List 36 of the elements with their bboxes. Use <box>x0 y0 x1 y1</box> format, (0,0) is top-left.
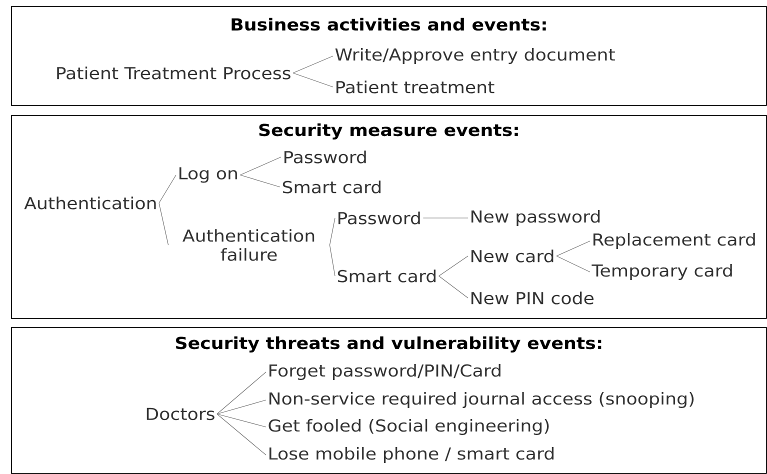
connector-line <box>216 414 266 456</box>
connector-line <box>240 156 282 176</box>
connector-line <box>216 400 266 414</box>
connector-line <box>292 72 334 88</box>
connector-line <box>158 174 176 204</box>
event-label: Smart card <box>338 270 436 282</box>
event-label: Forget password/PIN/Card <box>270 364 500 380</box>
event-label: Write/Approve entry document <box>335 48 615 64</box>
connector-line <box>216 372 266 414</box>
event-label: Password <box>338 212 420 224</box>
event-label: Password <box>284 150 366 164</box>
connector-line <box>216 414 266 428</box>
event-label: Lose mobile phone / smart card <box>270 447 554 463</box>
connector-line <box>556 256 590 272</box>
connector-line <box>292 56 334 74</box>
connector-line <box>438 256 468 276</box>
event-label: Replacement card <box>594 233 755 249</box>
event-label: Patient treatment <box>336 80 494 94</box>
event-label: New card <box>472 250 554 262</box>
event-label: Smart card <box>282 180 380 194</box>
connector-line <box>438 276 468 298</box>
event-label: Temporary card <box>592 264 732 280</box>
event-label: New PIN code <box>472 292 594 304</box>
connector-line <box>329 218 336 246</box>
connector-line <box>240 174 280 188</box>
event-label: Log on <box>180 167 237 183</box>
event-label: New password <box>472 210 600 226</box>
event-label: Non-service required journal access (snooping) <box>270 392 694 408</box>
connector-line <box>158 202 169 246</box>
event-label: Get fooled (Social engineering) <box>268 419 549 435</box>
connector-line <box>329 244 336 276</box>
event-label: Authentication failure <box>182 229 314 261</box>
event-label: Patient Treatment Process <box>57 66 290 80</box>
connector-line <box>556 240 590 256</box>
event-label: Authentication <box>24 196 156 210</box>
event-label: Doctors <box>146 408 214 420</box>
